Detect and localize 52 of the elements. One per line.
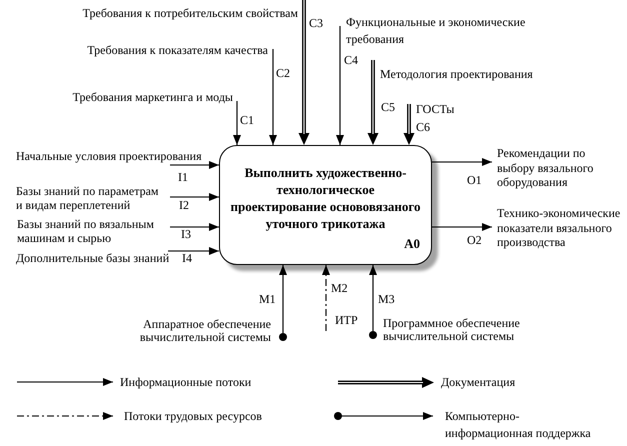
arrow <box>170 223 219 231</box>
control-text: Требования к показателям качества <box>87 43 268 57</box>
control-text: Требования к потребительским свойствам <box>82 6 298 20</box>
arrow <box>369 265 377 331</box>
output-text: Технико-экономические показатели вязального производства <box>497 206 625 250</box>
legend-text: Информационные потоки <box>120 375 252 389</box>
double-arrow <box>298 0 310 145</box>
edge-label: I3 <box>181 227 191 241</box>
legend-text: Потоки трудовых ресурсов <box>124 409 262 423</box>
mechanism-text: Аппаратное обеспечение вычислительной системы <box>138 318 271 344</box>
arrow <box>279 265 287 333</box>
control-text: Требования маркетинга и моды <box>72 90 233 104</box>
arrow <box>269 49 277 145</box>
box-number: A0 <box>404 236 420 252</box>
double-arrow <box>368 60 378 145</box>
mechanism-text: ИТР <box>335 313 358 327</box>
edge-label: I4 <box>182 251 192 265</box>
edge-label: O1 <box>467 173 482 187</box>
arrow <box>432 158 492 166</box>
legend-text: Документация <box>441 375 516 389</box>
arrow <box>336 26 344 145</box>
process-box <box>219 145 432 265</box>
edge-label: C2 <box>276 66 290 80</box>
control-text: Методология проектирования <box>380 67 533 81</box>
double-arrow <box>404 104 414 145</box>
control-text: ГОСТы <box>416 102 454 116</box>
arrow <box>168 247 219 255</box>
arrow <box>432 223 492 231</box>
edge-label: I1 <box>178 170 188 184</box>
legend-text: Компьютерно-информационная поддержка <box>445 408 592 442</box>
output-text: Рекомендации по выбору вязального оборудования <box>497 146 603 190</box>
edge-label: C6 <box>416 120 430 134</box>
edge-label: C3 <box>309 16 324 30</box>
edge-label: I2 <box>179 198 189 212</box>
mechanism-text: Программное обеспечение вычислительной системы <box>383 317 521 343</box>
input-text: Базы знаний по вязальным машинам и сырью <box>17 217 157 245</box>
process-title: Выполнить художественно-технологическое проектирование основовязаного уточного трикотажа <box>230 164 421 232</box>
edge-label: C1 <box>240 113 254 127</box>
control-text: Функциональные и экономические требования <box>346 14 551 48</box>
edge-label: O2 <box>467 233 482 247</box>
arrow <box>233 101 241 145</box>
edge-label: M3 <box>378 292 395 306</box>
input-text: Дополнительные базы знаний <box>16 251 170 265</box>
arrow <box>170 193 219 201</box>
edge-label: M2 <box>331 281 348 295</box>
edge-label: M1 <box>259 292 276 306</box>
edge-label: C4 <box>344 53 358 67</box>
edge-label: C5 <box>381 100 396 114</box>
input-text: Начальные условия проектирования <box>16 149 202 163</box>
arrow <box>170 161 219 169</box>
dash-dot-arrow <box>322 265 330 331</box>
input-text: Базы знаний по параметрам и видам переплетений <box>16 184 162 212</box>
